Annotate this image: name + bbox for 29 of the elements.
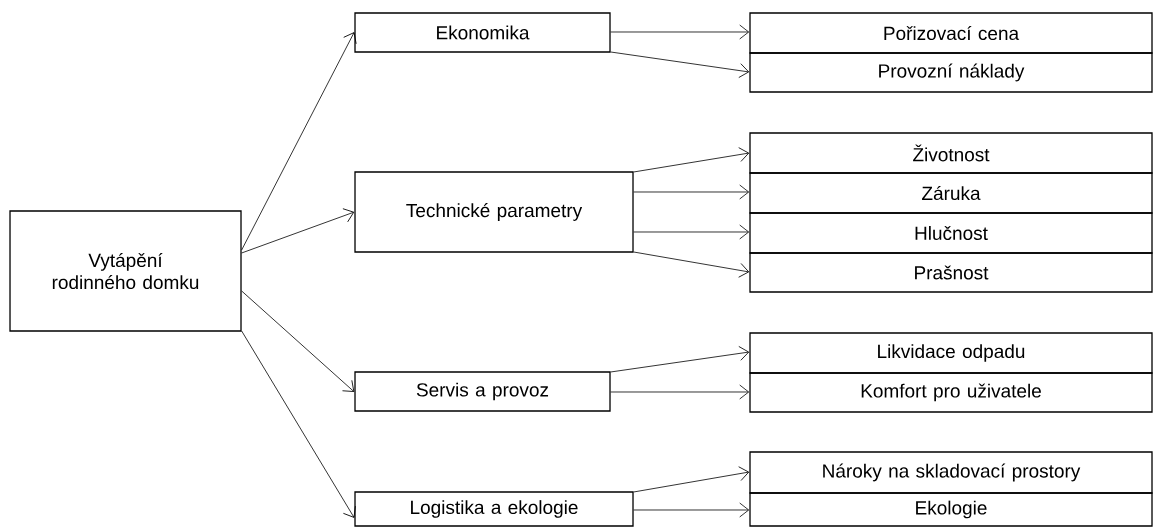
arrow	[610, 24, 750, 40]
root-box: Vytápění rodinného domku	[9, 210, 242, 332]
criterion-box: Životnost	[749, 132, 1153, 174]
arrow	[633, 224, 750, 240]
arrow	[610, 384, 750, 400]
category-box: Servis a provoz	[354, 371, 611, 412]
criterion-box: Ekologie	[749, 492, 1153, 527]
arrow	[633, 184, 750, 200]
criterion-box: Provozní náklady	[749, 52, 1153, 93]
arrow	[633, 147, 750, 173]
criterion-box: Komfort pro uživatele	[749, 372, 1153, 413]
arrow	[610, 51, 750, 78]
arrow	[633, 251, 750, 278]
criterion-box: Záruka	[749, 172, 1153, 214]
criterion-box: Likvidace odpadu	[749, 332, 1153, 374]
category-box: Technické parametry	[354, 171, 634, 253]
arrow	[241, 208, 355, 254]
arrow	[633, 502, 750, 518]
arrow	[610, 346, 750, 373]
arrow	[241, 330, 356, 518]
category-box: Logistika a ekologie	[354, 491, 634, 527]
arrow	[241, 290, 355, 392]
arrow	[633, 466, 750, 493]
criterion-box: Prašnost	[749, 252, 1153, 293]
criterion-box: Pořizovací cena	[749, 12, 1153, 54]
criterion-box: Nároky na skladovací prostory	[749, 451, 1153, 494]
criterion-box: Hlučnost	[749, 212, 1153, 254]
category-box: Ekonomika	[354, 12, 611, 53]
arrow	[241, 32, 357, 251]
